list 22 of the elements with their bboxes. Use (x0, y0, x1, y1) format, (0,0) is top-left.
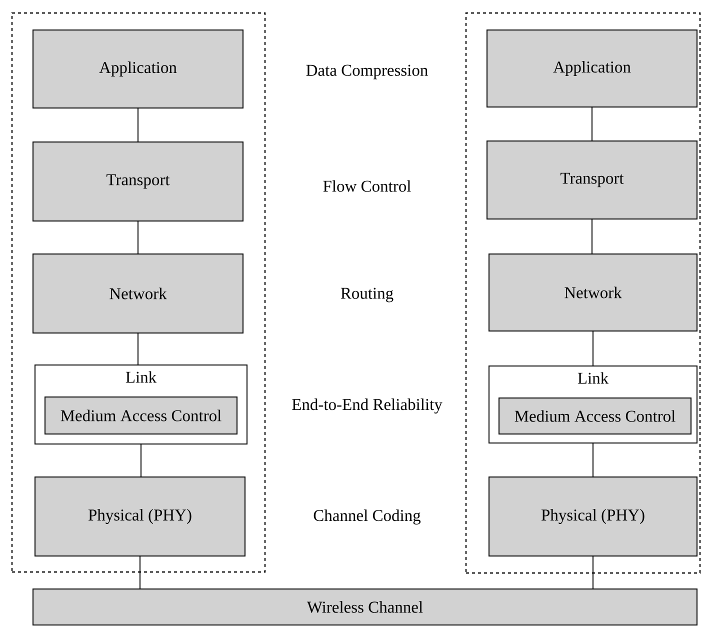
connector-line (140, 444, 142, 477)
channel-box: Wireless Channel (32, 588, 698, 626)
layer-box: Transport (32, 142, 244, 222)
function-label: Routing (340, 288, 394, 302)
function-label: Data Compression (306, 64, 428, 80)
dashed-group-box (11, 12, 266, 573)
layer-box: Physical (PHY) (34, 476, 246, 556)
sublayer-box: Medium Access Control (44, 396, 238, 434)
function-label: Channel Coding (314, 510, 421, 524)
sublayer-box: Medium Access Control (498, 398, 692, 434)
layer-box: Application (486, 30, 698, 108)
layer-box: Physical (PHY) (488, 476, 698, 556)
connector-line (592, 556, 594, 589)
layer-box: Transport (486, 140, 698, 220)
connector-line (592, 443, 594, 477)
function-label: Flow Control (323, 180, 411, 192)
layer-box: Network (488, 254, 698, 332)
dashed-group-box (465, 12, 701, 574)
connector-line (592, 331, 594, 366)
layer-box: Application (32, 30, 244, 108)
layer-box: Network (32, 254, 244, 334)
function-label: End-to-End Reliability (292, 398, 442, 414)
